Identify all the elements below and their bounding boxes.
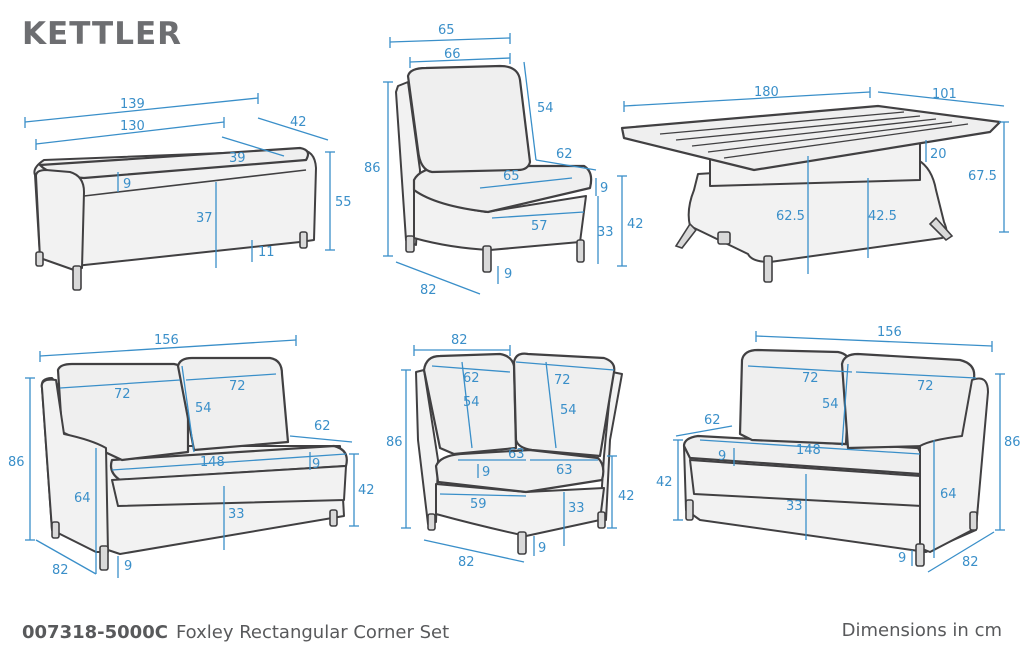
dimension-label: 148	[200, 455, 225, 470]
product-code: 007318-5000C	[22, 622, 168, 643]
units-note: Dimensions in cm	[841, 620, 1002, 641]
armless-chair-drawing	[395, 64, 593, 273]
dimension-label: 59	[470, 497, 487, 512]
dimension-label: 86	[386, 435, 403, 450]
table-drawing	[620, 104, 1002, 283]
dimension-label: 33	[597, 225, 614, 240]
dimension-label: 64	[74, 491, 91, 506]
bench-drawing	[33, 146, 317, 291]
dimension-label: 54	[195, 401, 212, 416]
dimension-label: 57	[531, 219, 548, 234]
dimension-label: 82	[962, 555, 979, 570]
dimension-label: 33	[228, 507, 245, 522]
dimension-label: 62	[314, 419, 331, 434]
dimension-label: 148	[796, 443, 821, 458]
dimension-label: 156	[877, 325, 902, 340]
dimension-label: 130	[120, 119, 145, 134]
dimension-label: 54	[537, 101, 554, 116]
dimension-label: 42	[358, 483, 375, 498]
dimension-label: 72	[114, 387, 131, 402]
product-caption: 007318-5000C Foxley Rectangular Corner Se…	[22, 622, 449, 643]
dimension-label: 11	[258, 245, 275, 260]
dimension-label: 62.5	[776, 209, 805, 224]
dimension-label: 64	[940, 487, 957, 502]
dimension-label: 42	[627, 217, 644, 232]
dimension-label: 139	[120, 97, 145, 112]
dimension-label: 82	[52, 563, 69, 578]
dimension-label: 55	[335, 195, 352, 210]
dimension-label: 42	[290, 115, 307, 130]
dimension-label: 42.5	[868, 209, 897, 224]
dimension-label: 101	[932, 87, 957, 102]
dimension-label: 9	[123, 177, 131, 192]
dimension-label: 86	[364, 161, 381, 176]
dimension-label: 9	[600, 181, 608, 196]
dimension-label: 54	[560, 403, 577, 418]
dimension-label: 63	[556, 463, 573, 478]
corner-module-dimensions: 82 62 72 54 54 86 63 9 63 59 33 42 82 9	[386, 333, 635, 570]
dimension-label: 72	[917, 379, 934, 394]
dimension-label: 65	[503, 169, 520, 184]
dimension-label: 86	[8, 455, 25, 470]
dimension-label: 82	[420, 283, 437, 298]
bench-dimensions: 139 130 42 39 9 37 55 11	[24, 93, 352, 268]
dimension-label: 54	[822, 397, 839, 412]
table-dimensions: 180 101 20 67.5 62.5 42.5	[623, 85, 1009, 274]
dimension-label: 62	[556, 147, 573, 162]
dimension-label: 37	[196, 211, 213, 226]
dimension-label: 65	[438, 23, 455, 38]
dimension-label: 82	[458, 555, 475, 570]
dimension-label: 180	[754, 85, 779, 100]
left-sofa-dimensions: 156 72 72 54 62 86 148 9 42 64 33 82 9	[8, 333, 375, 578]
product-name: Foxley Rectangular Corner Set	[175, 622, 450, 643]
dimension-label: 62	[704, 413, 721, 428]
dimension-label: 9	[504, 267, 512, 282]
dimension-label: 63	[508, 447, 525, 462]
dimension-label: 9	[312, 457, 320, 472]
dimension-label: 9	[482, 465, 490, 480]
brand-logo: KETTLER	[22, 16, 183, 52]
dimension-label: 9	[898, 551, 906, 566]
dimension-label: 9	[718, 449, 726, 464]
dimension-label: 82	[451, 333, 468, 348]
right-sofa-drawing	[682, 348, 989, 567]
dimension-label: 72	[802, 371, 819, 386]
right-sofa-dimensions: 156 72 72 54 62 86 9 148 42 33 64 9 82	[656, 325, 1021, 573]
dimension-label: 86	[1004, 435, 1021, 450]
dimension-label: 156	[154, 333, 179, 348]
dimension-label: 72	[229, 379, 246, 394]
dimension-label: 33	[786, 499, 803, 514]
dimension-label: 66	[444, 47, 461, 62]
dimension-label: 9	[124, 559, 132, 574]
dimension-label: 42	[656, 475, 673, 490]
dimension-label: 54	[463, 395, 480, 410]
dimension-label: 62	[463, 371, 480, 386]
dimension-label: 67.5	[968, 169, 997, 184]
dimension-label: 33	[568, 501, 585, 516]
dimension-label: 39	[229, 151, 246, 166]
dimension-label: 72	[554, 373, 571, 388]
dimension-label: 42	[618, 489, 635, 504]
dimension-label: 9	[538, 541, 546, 556]
armless-chair-dimensions: 65 66 54 86 62 65 9 57 42 33 82 9	[364, 23, 644, 298]
dimension-label: 20	[930, 147, 947, 162]
left-sofa-drawing	[40, 356, 348, 571]
